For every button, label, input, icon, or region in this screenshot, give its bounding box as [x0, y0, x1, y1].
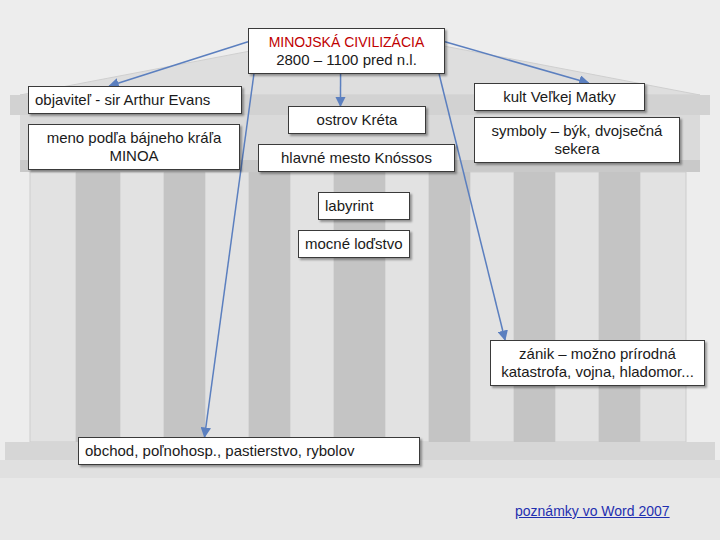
box-heading: MINOJSKÁ CIVILIZÁCIA — [255, 33, 438, 51]
connector-arrow — [340, 74, 342, 106]
concept-box: symboly – býk, dvojsečná sekera — [474, 117, 680, 163]
box-text: meno podľa bájneho kráľa MINOA — [35, 129, 233, 165]
concept-box: objaviteľ - sir Arthur Evans — [28, 86, 242, 114]
box-text: kult Veľkej Matky — [481, 88, 638, 106]
concept-box: mocné loďstvo — [298, 230, 410, 258]
box-text: hlavné mesto Knóssos — [265, 149, 448, 167]
concept-box: labyrint — [318, 192, 410, 220]
box-text: 2800 – 1100 pred n.l. — [255, 51, 438, 69]
concept-box: ostrov Kréta — [288, 106, 426, 134]
concept-box: kult Veľkej Matky — [474, 83, 645, 111]
concept-box: obchod, poľnohosp., pastierstvo, rybolov — [78, 437, 420, 465]
concept-box: MINOJSKÁ CIVILIZÁCIA2800 – 1100 pred n.l… — [248, 28, 445, 74]
connector-arrow — [109, 42, 248, 86]
box-text: obchod, poľnohosp., pastierstvo, rybolov — [85, 442, 413, 460]
box-text: labyrint — [325, 197, 403, 215]
box-text: objaviteľ - sir Arthur Evans — [35, 91, 235, 109]
concept-box: zánik – možno prírodná katastrofa, vojna… — [490, 340, 705, 386]
box-text: ostrov Kréta — [295, 111, 419, 129]
concept-box: hlavné mesto Knóssos — [258, 144, 455, 172]
box-text: mocné loďstvo — [305, 235, 403, 253]
connector-arrow — [439, 74, 505, 340]
connector-arrow — [445, 42, 589, 83]
link-note: poznámky vo Word 2007 — [515, 503, 670, 519]
concept-box: meno podľa bájneho kráľa MINOA — [28, 124, 240, 170]
box-text: symboly – býk, dvojsečná sekera — [481, 122, 673, 158]
box-text: zánik – možno prírodná katastrofa, vojna… — [497, 345, 698, 381]
